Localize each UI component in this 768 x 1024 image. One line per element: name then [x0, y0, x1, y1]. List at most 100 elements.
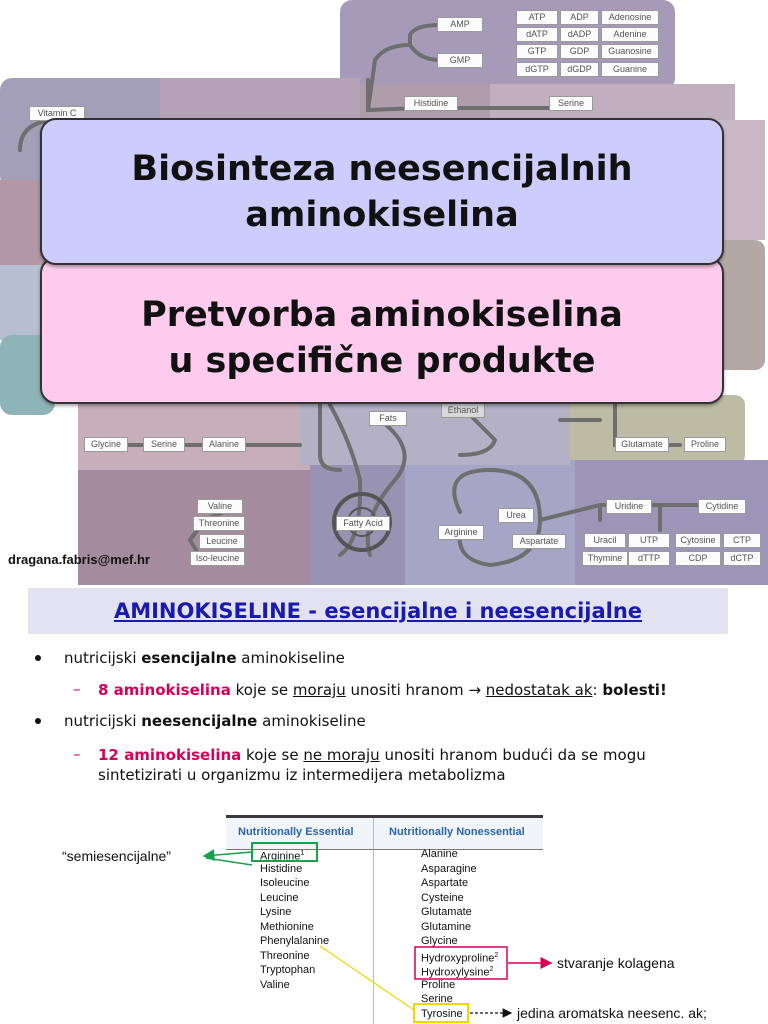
collagen-label: stvaranje kolagena — [557, 955, 675, 971]
map-node-glycine: Glycine — [84, 437, 128, 452]
map-node-histidine: Histidine — [404, 96, 458, 111]
map-node-serine-left: Serine — [143, 437, 185, 452]
sub-text: : — [592, 681, 603, 699]
map-node-ethanol: Ethanol — [441, 403, 485, 418]
essential-cell: Isoleucine — [260, 877, 310, 889]
nonessential-cell: Cysteine — [421, 891, 464, 904]
essential-cell: Histidine — [260, 862, 303, 875]
count-highlight: 12 aminokiselina — [98, 746, 242, 764]
sub-text: koje se — [241, 746, 304, 764]
nonessential-cell: Serine — [421, 993, 453, 1005]
bullet-text-bold: esencijalne — [141, 649, 237, 667]
column-header-nonessential: Nutritionally Nonessential — [389, 826, 525, 838]
map-node-gmp: GMP — [437, 53, 483, 68]
map-node-amp: AMP — [437, 17, 483, 32]
nonessential-cell: Glutamine — [421, 920, 472, 933]
map-node-gdp: GDP — [560, 44, 599, 59]
bullet-dot — [35, 718, 41, 724]
title-box-conversion: Pretvorba aminokiselina u specifične pro… — [40, 257, 724, 404]
sub-text-underlined: nedostatak ak — [485, 681, 593, 699]
essential-cell: Methionine — [260, 920, 314, 933]
map-node-arginine: Arginine — [438, 525, 484, 540]
map-node-dttp: dTTP — [628, 551, 670, 566]
sub-bullet-dash: – — [73, 680, 81, 698]
map-node-utp: UTP — [628, 533, 670, 548]
bullet-text: nutricijski — [64, 649, 142, 667]
count-highlight: 8 aminokiselina — [98, 681, 231, 699]
map-node-adenosine: Adenosine — [601, 10, 659, 25]
nonessential-cell: Glycine — [421, 935, 458, 947]
nonessential-cell: Proline — [421, 978, 456, 991]
map-node-urea: Urea — [498, 508, 534, 523]
title-line: Pretvorba aminokiselina — [141, 294, 623, 335]
nonessential-cell: Asparagine — [421, 862, 477, 875]
column-divider — [373, 818, 374, 1024]
map-node-dadp: dADP — [560, 27, 599, 42]
amino-acid-table: Nutritionally Essential Nutritionally No… — [226, 815, 543, 1024]
sub-text-underlined: ne moraju — [303, 746, 380, 764]
map-node-guanosine: Guanosine — [601, 44, 659, 59]
bullet-essential: nutricijski esencijalne aminokiseline — [64, 648, 345, 668]
phenylalanine-to-tyrosine-line — [319, 945, 415, 1011]
hydroxy-highlight-box — [414, 946, 508, 980]
map-node-adenine: Adenine — [601, 27, 659, 42]
nonessential-cell: Aspartate — [421, 877, 469, 889]
sub-bullet-nonessential-line2: sintetizirati u organizmu iz intermedije… — [98, 766, 506, 784]
author-email: dragana.fabris@mef.hr — [8, 552, 150, 567]
column-header-essential: Nutritionally Essential — [238, 826, 354, 838]
map-node-uracil: Uracil — [584, 533, 626, 548]
nonessential-cell: Hydroxylysine2 — [421, 966, 494, 979]
metabolic-map-pathways — [0, 0, 768, 585]
map-node-gtp: GTP — [516, 44, 558, 59]
map-node-dgtp: dGTP — [516, 62, 558, 77]
nonessential-cell: Glutamate — [421, 906, 472, 918]
map-node-atp: ATP — [516, 10, 558, 25]
sub-bullet-nonessential: 12 aminokiselina koje se ne moraju unosi… — [98, 745, 646, 765]
nonessential-cell: Tyrosine — [421, 1007, 463, 1020]
bullet-nonessential: nutricijski neesencijalne aminokiseline — [64, 711, 366, 731]
map-node-thymine: Thymine — [582, 551, 628, 566]
aromatic-label: jedina aromatska neesenc. ak; — [517, 1005, 707, 1021]
map-node-valine: Valine — [197, 499, 243, 514]
title-line: aminokiselina — [245, 194, 519, 235]
map-node-datp: dATP — [516, 27, 558, 42]
title-line: u specifične produkte — [168, 340, 596, 381]
bullet-text-bold: neesencijalne — [141, 712, 258, 730]
semi-arrow — [202, 849, 253, 862]
map-node-dctp: dCTP — [723, 551, 761, 566]
map-node-adp: ADP — [560, 10, 599, 25]
slide-heading: AMINOKISELINE - esencijalne i neesencija… — [113, 599, 643, 623]
sub-text-underlined: moraju — [292, 681, 346, 699]
map-node-glutamate: Glutamate — [615, 437, 669, 452]
map-node-aspartate: Aspartate — [512, 534, 566, 549]
bullet-text: nutricijski — [64, 712, 142, 730]
map-node-cytosine: Cytosine — [675, 533, 721, 548]
map-node-alanine: Alanine — [202, 437, 246, 452]
nonessential-cell: Hydroxyproline2 — [421, 951, 499, 965]
map-node-cdp: CDP — [675, 551, 721, 566]
essential-cell: Threonine — [260, 949, 310, 962]
semiessential-label: “semiesencijalne” — [62, 848, 171, 864]
essential-cell: Tryptophan — [260, 964, 316, 976]
semi-arrow-branch — [205, 857, 253, 866]
essential-cell: Valine — [260, 978, 290, 991]
tyrosine-highlight-box — [413, 1003, 469, 1023]
heading-bar: AMINOKISELINE - esencijalne i neesencija… — [28, 588, 728, 634]
map-node-cytidine: Cytidine — [698, 499, 746, 514]
table-header: Nutritionally Essential Nutritionally No… — [226, 815, 543, 850]
map-node-fats: Fats — [369, 411, 407, 426]
essential-cell: Lysine — [260, 906, 292, 918]
sub-text: unositi hranom → — [345, 681, 486, 699]
bullet-text: aminokiseline — [257, 712, 366, 730]
map-node-guanine: Guanine — [601, 62, 659, 77]
sub-bullet-essential: 8 aminokiselina koje se moraju unositi h… — [98, 680, 667, 700]
title-box-biosynthesis: Biosinteza neesencijalnih aminokiselina — [40, 118, 724, 265]
sub-text-bold: bolesti! — [602, 681, 667, 699]
sub-text: unositi hranom budući da se mogu — [379, 746, 646, 764]
map-node-ctp: CTP — [723, 533, 761, 548]
title-line: Biosinteza neesencijalnih — [131, 148, 633, 189]
map-node-proline: Proline — [684, 437, 726, 452]
essential-cell: Arginine1 — [260, 850, 305, 863]
arginine-highlight-box — [251, 842, 318, 862]
map-node-serine-top: Serine — [549, 96, 593, 111]
